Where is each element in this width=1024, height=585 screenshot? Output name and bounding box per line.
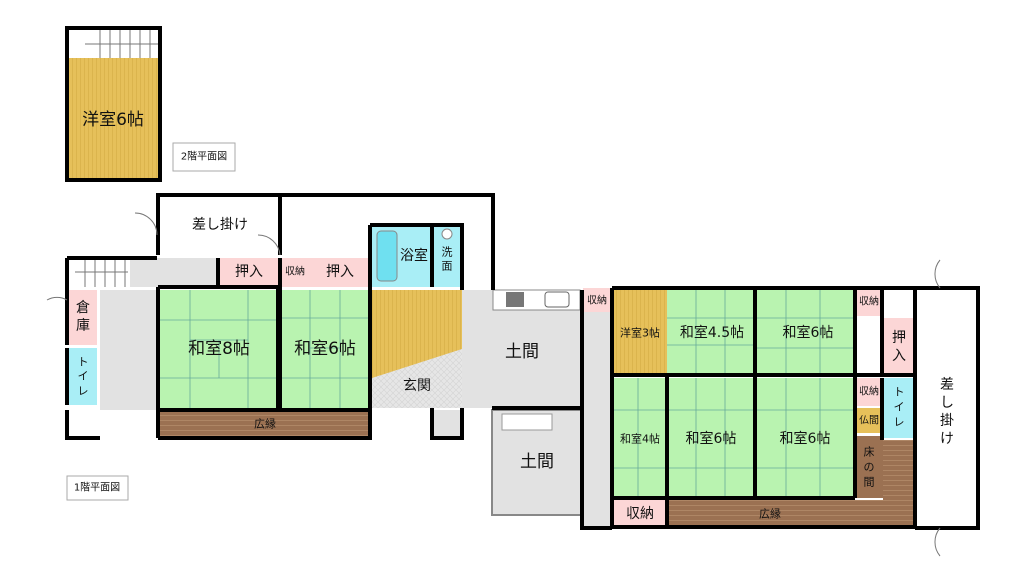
floor2-caption: 2階平面図 (181, 151, 227, 163)
label-hiroen1: 広縁 (254, 417, 276, 431)
room-shuno2 (583, 288, 612, 312)
label-washroom-1: 洗 (442, 246, 453, 259)
room-oshiire1 (220, 258, 278, 287)
label-washroom-2: 面 (442, 260, 453, 273)
kitchen-sink-icon (544, 291, 570, 308)
room-shuno4 (856, 378, 883, 406)
door-arc (934, 527, 941, 557)
room-shuno3 (856, 288, 883, 316)
floor1-caption: 1階平面図 (74, 482, 120, 494)
room-sashikake-right (917, 288, 978, 528)
label-toilet1-3: レ (78, 385, 89, 398)
label-genkan: 玄関 (403, 377, 431, 394)
label-sashikake-right-4: け (940, 431, 954, 447)
label-shuno5: 収納 (626, 506, 654, 522)
room-shuno1 (280, 258, 310, 287)
label-shuno3: 収納 (859, 295, 879, 308)
room-hiroen1 (160, 410, 372, 438)
label-washitsu6b: 和室6帖 (783, 324, 834, 341)
label-washitsu6d: 和室6帖 (780, 430, 831, 447)
floor2-plan: 洋室6帖 2階平面図 (65, 26, 236, 182)
room-washitsu45 (667, 288, 755, 375)
label-sashikake-right-3: 掛 (940, 413, 954, 429)
label-shuno4: 収納 (859, 385, 879, 398)
room-washitsu6d (756, 378, 855, 498)
room-washitsu6c (667, 378, 755, 498)
label-sashikake-right-1: 差 (940, 377, 954, 393)
room-tokonoma (856, 436, 883, 498)
label-oshiire3-1: 押 (892, 330, 906, 346)
room-hiroen2 (667, 440, 915, 527)
entry-floor (372, 290, 462, 378)
hall-2 (100, 290, 157, 410)
bathtub-icon (376, 230, 398, 282)
room-shuno5 (612, 500, 667, 527)
door-arc (46, 296, 68, 301)
door-arc (134, 212, 158, 236)
room-western6 (69, 58, 159, 178)
room-youshitsu3 (612, 288, 667, 375)
label-oshiire2: 押入 (326, 264, 354, 280)
label-toilet2-1: ト (894, 386, 905, 399)
label-storage-1: 倉 (76, 300, 90, 316)
room-toilet1 (69, 348, 97, 405)
label-tokonoma-2: の (864, 461, 875, 474)
floor1-plan: 差し掛け 押入 収納 押入 浴室 洗 面 倉 庫 ト イ レ 和室8帖 和室6帖… (46, 193, 980, 557)
room-toilet2 (883, 378, 915, 438)
label-tokonoma-3: 間 (864, 476, 875, 489)
door-arc (934, 259, 941, 289)
hall-3 (583, 312, 612, 528)
room-washitsu6b (756, 288, 855, 375)
door-arc (257, 234, 281, 256)
room-oshiire3 (883, 318, 915, 375)
label-doma2: 土間 (520, 452, 554, 472)
label-washitsu8: 和室8帖 (188, 339, 250, 359)
room-oshiire2 (310, 258, 370, 287)
label-tokonoma-1: 床 (864, 445, 875, 459)
label-washitsu6a: 和室6帖 (294, 339, 356, 359)
floor1-caption-box (66, 475, 129, 501)
label-hiroen2: 広縁 (759, 507, 781, 521)
label-shuno2: 収納 (587, 294, 607, 307)
sink-icon (441, 228, 453, 240)
room-butsuma (856, 408, 883, 433)
label-toilet2-3: レ (894, 416, 905, 429)
counter-2 (501, 413, 553, 431)
label-oshiire3-2: 入 (892, 348, 906, 364)
stove-icon (506, 292, 524, 307)
label-toilet1-2: イ (78, 370, 89, 383)
floor2-caption-box (172, 142, 236, 172)
label-washitsu45: 和室4.5帖 (680, 324, 744, 341)
room-storage (69, 290, 97, 345)
label-bath: 浴室 (400, 247, 428, 264)
label-oshiire1: 押入 (235, 264, 263, 280)
room-washitsu4 (612, 378, 667, 498)
label-storage-2: 庫 (76, 317, 90, 334)
label-toilet1-1: ト (78, 356, 89, 369)
room-western6-label: 洋室6帖 (82, 110, 144, 130)
label-doma1: 土間 (505, 342, 539, 362)
shoe-closet (432, 410, 462, 438)
label-shuno1: 収納 (285, 265, 305, 278)
room-washitsu6a (281, 290, 370, 408)
label-toilet2-2: イ (894, 401, 905, 414)
label-youshitsu3: 洋室3帖 (620, 326, 660, 340)
hall-1 (130, 258, 218, 287)
label-washitsu6c: 和室6帖 (686, 430, 737, 447)
label-sashikake-right-2: し (940, 395, 954, 411)
label-sashikake-top: 差し掛け (192, 217, 248, 233)
label-washitsu4: 和室4帖 (620, 432, 660, 446)
label-butsuma: 仏間 (859, 415, 879, 427)
room-sashikake-top (158, 195, 280, 255)
